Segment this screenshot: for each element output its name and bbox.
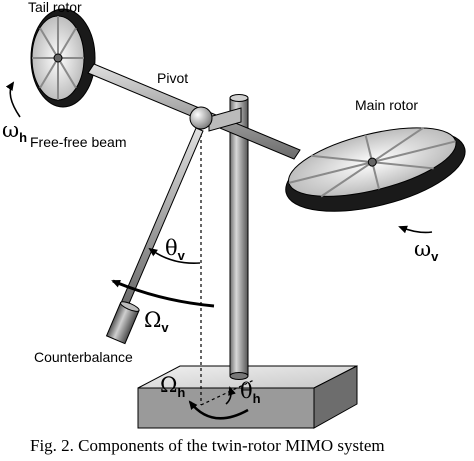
main-rotor-label: Main rotor (355, 97, 418, 113)
arrow-Omega-h (188, 400, 249, 420)
tail-rotor-label: Tail rotor (28, 0, 82, 15)
arrow-Omega-v (111, 279, 215, 308)
arrow-theta-h (225, 386, 236, 405)
horizontal-reference-line (200, 379, 255, 406)
pivot-joint (189, 106, 242, 132)
pivot-label: Pivot (157, 70, 188, 86)
Omega-h-symbol: Ωh (160, 373, 185, 400)
omega-v-symbol: ωv (414, 237, 439, 264)
rotation-arrows (5, 81, 433, 420)
support-pole (229, 94, 249, 380)
arrow-theta-v (148, 247, 201, 265)
counterbalance-arm (105, 127, 204, 345)
reference-lines (200, 128, 255, 406)
figure-caption: Fig. 2. Components of the twin-rotor MIM… (30, 436, 385, 455)
counterbalance-label: Counterbalance (34, 349, 133, 365)
free-free-beam-label: Free-free beam (30, 134, 126, 150)
theta-v-symbol: θv (165, 236, 186, 263)
base-block (137, 365, 358, 429)
Omega-v-symbol: Ωv (144, 308, 169, 335)
theta-h-symbol: θh (240, 379, 261, 406)
main-rotor (285, 126, 466, 212)
tail-rotor (30, 8, 96, 108)
arrow-omega-h (5, 81, 21, 118)
omega-h-symbol: ωh (2, 118, 27, 145)
arrow-omega-v (398, 225, 433, 234)
